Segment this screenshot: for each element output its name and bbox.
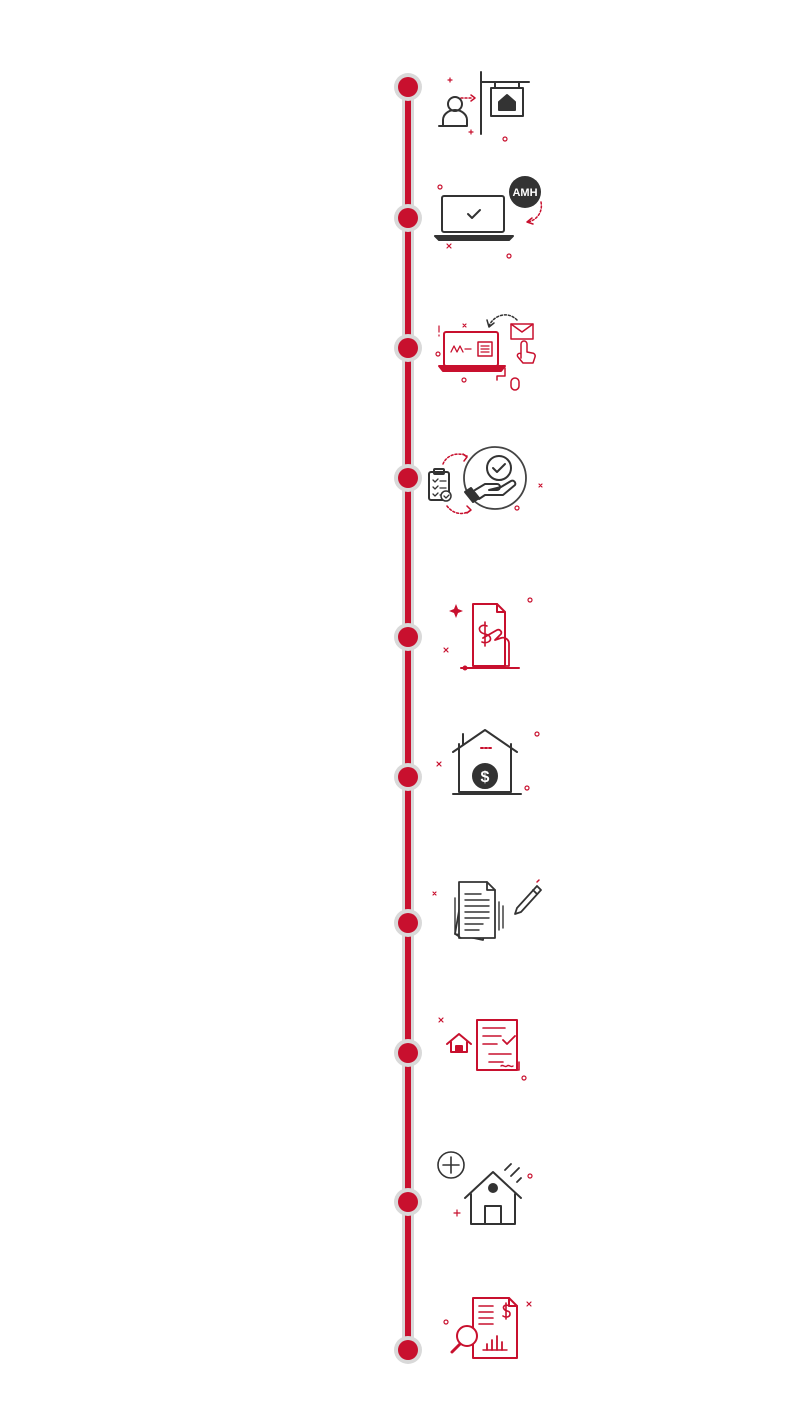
- laptop-check-icon: AMH: [425, 172, 555, 282]
- timeline-node-4: [394, 464, 422, 492]
- move-in-house-icon: [425, 1148, 555, 1258]
- timeline-node-3: [394, 334, 422, 362]
- timeline-node-6: [394, 763, 422, 791]
- phone-payment-hand-icon: [425, 592, 555, 702]
- agent-sign-house-icon: [425, 60, 555, 170]
- financial-report-search-icon: [425, 1292, 555, 1402]
- house-lease-document-icon: [425, 1008, 555, 1118]
- timeline-node-5: [394, 623, 422, 651]
- checklist-approval-hand-icon: [425, 434, 555, 544]
- brand-mark: AMH: [512, 187, 537, 199]
- house-dollar-icon: $: [425, 722, 555, 832]
- laptop-email-application-icon: [425, 304, 555, 414]
- timeline-node-7: [394, 909, 422, 937]
- timeline-line: [405, 86, 411, 1350]
- timeline-node-2: [394, 204, 422, 232]
- timeline-node-9: [394, 1188, 422, 1216]
- svg-text:$: $: [481, 769, 490, 786]
- timeline-node-8: [394, 1039, 422, 1067]
- timeline-node-10: [394, 1336, 422, 1364]
- timeline-node-1: [394, 73, 422, 101]
- documents-sign-pen-icon: [425, 868, 555, 978]
